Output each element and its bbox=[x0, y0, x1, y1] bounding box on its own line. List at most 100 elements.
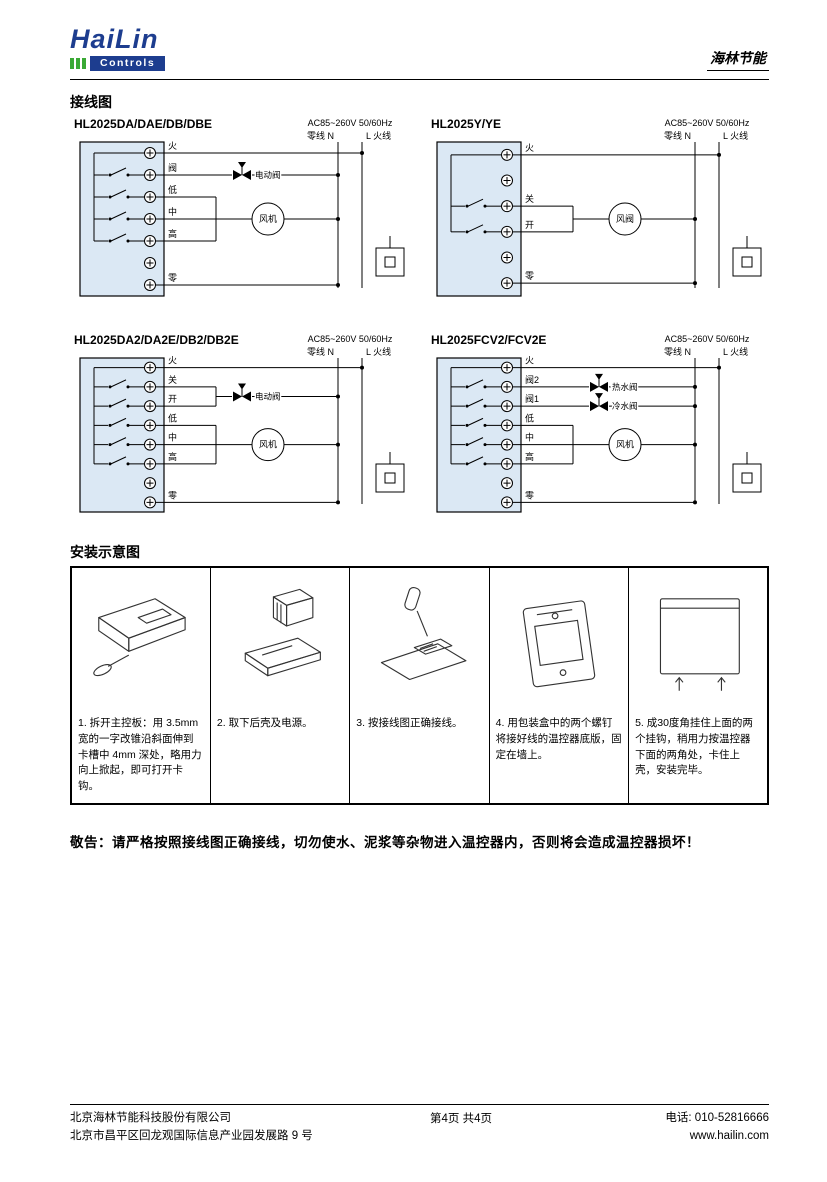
hailin-logo: HaiLin Controls bbox=[70, 24, 166, 71]
wire-label: 开 bbox=[168, 394, 177, 404]
wire-label: 低 bbox=[525, 412, 534, 423]
live-line-label: L 火线 bbox=[366, 346, 391, 357]
wiring-diagram: HL2025DA/DAE/DB/DBE AC85~260V 50/60Hz 零线 N… bbox=[74, 117, 405, 297]
warning-text: 敬告：请严格按照接线图正确接线，切勿使水、泥浆等杂物进入温控器内，否则将会造成温… bbox=[70, 834, 700, 850]
wall-box-icon bbox=[732, 236, 761, 277]
install-step-3-text: 3. 按接线图正确接线。 bbox=[356, 717, 463, 729]
screw-terminal-icon bbox=[500, 277, 513, 290]
diagram-model: HL2025FCV2/FCV2E bbox=[431, 333, 546, 347]
neutral-line-label: 零线 N bbox=[307, 346, 334, 357]
install-step-1-illustration bbox=[72, 568, 210, 714]
wall-box-icon bbox=[375, 452, 405, 493]
valve-icon: 热水阀 bbox=[589, 373, 639, 393]
screw-terminal-icon bbox=[500, 496, 513, 509]
page-footer: 北京海林节能科技股份有限公司 北京市昌平区回龙观国际信息产业园发展路 9 号 第… bbox=[70, 1104, 769, 1146]
install-step-5-illustration bbox=[629, 568, 767, 714]
footer-address: 北京市昌平区回龙观国际信息产业园发展路 9 号 bbox=[70, 1130, 313, 1143]
live-line-label: L 火线 bbox=[366, 130, 391, 141]
screw-terminal-icon bbox=[144, 257, 156, 269]
screw-terminal-icon bbox=[500, 251, 513, 264]
neutral-line-label: 零线 N bbox=[663, 130, 690, 141]
valve-label: 热水阀 bbox=[612, 382, 638, 392]
page-header: HaiLin Controls 海林节能 bbox=[70, 26, 769, 71]
diagram-model: HL2025Y/YE bbox=[431, 117, 501, 131]
footer-page-number: 第4页 共4页 bbox=[430, 1113, 493, 1126]
live-line-label: L 火线 bbox=[723, 346, 748, 357]
screw-terminal-icon bbox=[144, 457, 156, 470]
screw-terminal-icon bbox=[144, 235, 156, 247]
screw-terminal-icon bbox=[500, 174, 513, 187]
wire-label: 关 bbox=[168, 374, 177, 385]
install-step-cell-1: 1. 拆开主控板：用 3.5mm 宽的一字改锥沿斜面伸到卡槽中 4mm 深处，略… bbox=[70, 566, 211, 805]
screw-terminal-icon bbox=[144, 438, 156, 451]
install-step-cell-2: 2. 取下后壳及电源。 bbox=[209, 566, 351, 805]
fan-label: 风阀 bbox=[615, 214, 633, 224]
wire-label: 阀 bbox=[168, 163, 177, 173]
wire-label: 零 bbox=[168, 490, 177, 500]
screw-terminal-icon bbox=[144, 496, 156, 509]
footer-company: 北京海林节能科技股份有限公司 bbox=[70, 1112, 231, 1125]
wiring-diagram-grid: HL2025DA/DAE/DB/DBE AC85~260V 50/60Hz 零线 N… bbox=[70, 114, 769, 522]
wiring-section-title: 接线图 bbox=[70, 94, 112, 110]
power-spec: AC85~260V 50/60Hz bbox=[308, 334, 393, 344]
screw-terminal-icon bbox=[500, 477, 513, 490]
screw-terminal-icon bbox=[500, 225, 513, 238]
screw-terminal-icon bbox=[144, 477, 156, 490]
screw-terminal-icon bbox=[144, 213, 156, 225]
brand-slogan: 海林节能 bbox=[707, 48, 769, 71]
screw-terminal-icon bbox=[144, 419, 156, 432]
wire-label: 中 bbox=[168, 432, 177, 443]
screw-terminal-icon bbox=[144, 279, 156, 291]
wire-label: 火 bbox=[168, 141, 177, 151]
fan-label: 风机 bbox=[259, 439, 277, 450]
screw-terminal-icon bbox=[500, 148, 513, 161]
screw-terminal-icon bbox=[500, 400, 513, 413]
wire-label: 低 bbox=[168, 184, 177, 195]
wire-label: 高 bbox=[525, 451, 534, 462]
wire-label: 关 bbox=[525, 193, 534, 204]
screw-terminal-icon bbox=[144, 191, 156, 203]
screw-terminal-icon bbox=[500, 419, 513, 432]
valve-label: 电动阀 bbox=[255, 392, 281, 402]
fan-label: 风机 bbox=[259, 213, 277, 224]
wire-label: 零 bbox=[525, 490, 534, 500]
install-step-2-illustration bbox=[211, 568, 349, 714]
screw-terminal-icon bbox=[144, 147, 156, 159]
screw-terminal-icon bbox=[144, 361, 156, 374]
diagram-model: HL2025DA/DAE/DB/DBE bbox=[74, 117, 212, 131]
footer-phone: 电话: 010-52816666 bbox=[665, 1112, 769, 1125]
wire-label: 火 bbox=[525, 356, 534, 366]
install-step-cell-5: 5. 成30度角挂住上面的两个挂钩，稍用力按温控器下面的两角处，卡住上壳，安装完… bbox=[628, 566, 769, 805]
valve-icon: 冷水阀 bbox=[589, 393, 639, 413]
install-step-cell-3: 3. 按接线图正确接线。 bbox=[349, 566, 490, 805]
wire-label: 低 bbox=[168, 412, 177, 423]
wire-label: 高 bbox=[168, 228, 177, 239]
terminal-block bbox=[435, 141, 522, 297]
install-step-3-illustration bbox=[350, 568, 488, 714]
screw-terminal-icon bbox=[500, 361, 513, 374]
install-step-cell-4: 4. 用包装盒中的两个螺钉将接好线的温控器底版，固定在墙上。 bbox=[488, 566, 630, 805]
logo-wordmark: HaiLin bbox=[70, 24, 159, 54]
live-line-label: L 火线 bbox=[723, 130, 748, 141]
wire-label: 高 bbox=[168, 451, 177, 462]
power-spec: AC85~260V 50/60Hz bbox=[308, 118, 393, 128]
screw-terminal-icon bbox=[500, 380, 513, 393]
screw-terminal-icon bbox=[500, 457, 513, 470]
wire-label: 零 bbox=[168, 273, 177, 283]
header-rule bbox=[70, 79, 769, 80]
footer-website: www.hailin.com bbox=[689, 1130, 769, 1143]
wall-box-icon bbox=[375, 236, 405, 277]
wire-label: 中 bbox=[525, 432, 534, 443]
valve-label: 电动阀 bbox=[255, 170, 281, 180]
logo-controls-label: Controls bbox=[90, 56, 166, 71]
screw-terminal-icon bbox=[500, 438, 513, 451]
logo-bars-icon bbox=[70, 58, 86, 69]
install-step-1-text: 1. 拆开主控板：用 3.5mm 宽的一字改锥沿斜面伸到卡槽中 4mm 深处，略… bbox=[78, 717, 202, 792]
neutral-line-label: 零线 N bbox=[307, 130, 334, 141]
